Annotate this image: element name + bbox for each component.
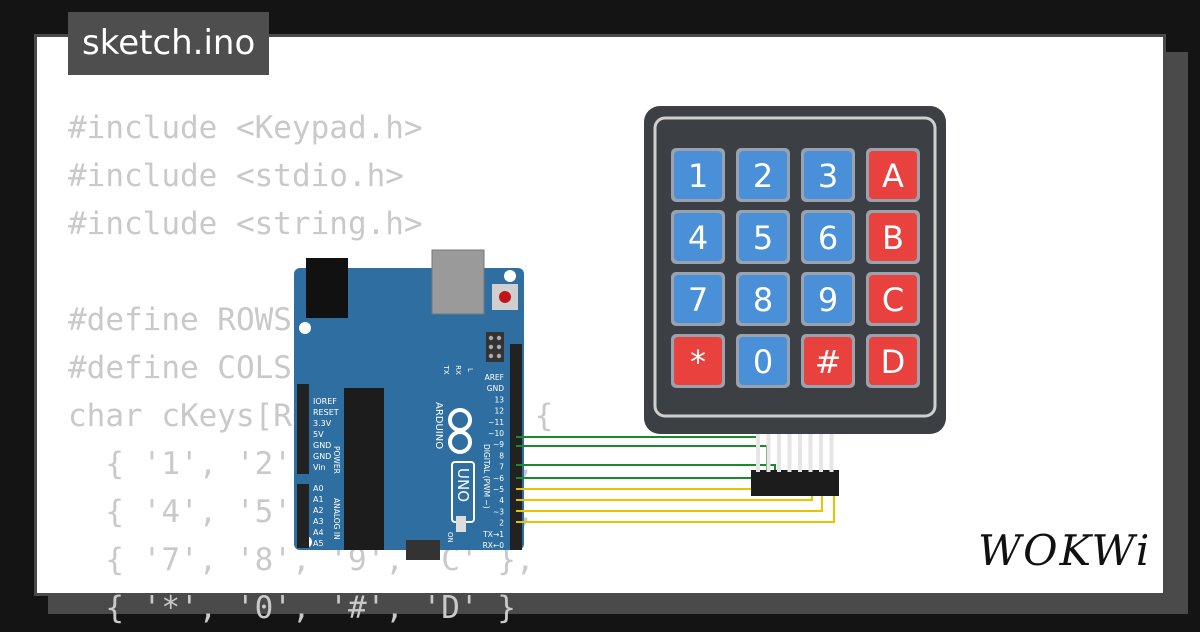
keypad-key-label: 1: [688, 157, 708, 195]
code-line: #include <stdio.h>: [68, 158, 404, 194]
pin-label: 2: [499, 519, 504, 528]
wire: [516, 496, 835, 523]
pin-label: 3.3V: [313, 419, 332, 428]
keypad-key-label: 3: [818, 157, 838, 195]
keypad-key-label: 8: [753, 281, 773, 319]
keypad-key-label: 2: [753, 157, 773, 195]
keypad-key-label: 7: [688, 281, 708, 319]
keypad-key[interactable]: 5: [736, 210, 790, 264]
keypad-key-label: A: [882, 157, 904, 195]
keypad-connector: [751, 434, 839, 496]
keypad-key[interactable]: 7: [671, 272, 725, 326]
membrane-keypad[interactable]: 1 2 3 A 4 5 6 B 7 8 9 C * 0 # D: [644, 106, 946, 434]
analog-header-label: ANALOG IN: [332, 498, 341, 540]
pin-label: 12: [494, 407, 504, 416]
arduino-model-label: UNO: [454, 468, 472, 502]
pin-label: A4: [313, 528, 324, 537]
pin-label: ~5: [493, 485, 504, 494]
keypad-key-label: 5: [753, 219, 773, 257]
preview-card: [34, 34, 1166, 596]
pin-label: GND: [313, 441, 331, 450]
arduino-infinity-logo-icon: [448, 408, 472, 454]
power-header: [297, 384, 309, 474]
code-line: #define ROWS 4: [68, 302, 330, 338]
pin-label: A3: [313, 517, 324, 526]
pin-label: AREF: [485, 373, 504, 382]
pin-label: A0: [313, 484, 324, 493]
keypad-key[interactable]: C: [866, 272, 920, 326]
led-label: TX: [442, 364, 450, 374]
pin-label: 8: [499, 451, 504, 460]
keypad-key[interactable]: 0: [736, 334, 790, 388]
keypad-key[interactable]: 3: [801, 148, 855, 202]
pin-label: RX←0: [483, 541, 505, 550]
pin-label: A5: [313, 539, 324, 548]
power-header-label: POWER: [332, 446, 341, 474]
pin-label: ~6: [493, 474, 504, 483]
keypad-key[interactable]: 8: [736, 272, 790, 326]
led-label: L: [466, 368, 474, 372]
pin-label: 13: [494, 395, 504, 404]
pin-label: 4: [499, 496, 504, 505]
code-line: #include <string.h>: [68, 206, 423, 242]
keypad-key[interactable]: 1: [671, 148, 725, 202]
usb-connector: [431, 249, 485, 315]
pin-label: GND: [313, 452, 331, 461]
keypad-key[interactable]: B: [866, 210, 920, 264]
keypad-key[interactable]: 2: [736, 148, 790, 202]
pin-label: ~11: [488, 418, 504, 427]
led-label: RX: [454, 365, 462, 375]
file-tab[interactable]: sketch.ino: [68, 12, 270, 75]
code-line: #include <Keypad.h>: [68, 110, 423, 146]
keypad-key-label: 9: [818, 281, 838, 319]
wire: [516, 496, 813, 501]
keypad-key[interactable]: A: [866, 148, 920, 202]
keypad-key-label: 0: [753, 343, 773, 381]
power-jack: [306, 258, 348, 318]
keypad-key[interactable]: 6: [801, 210, 855, 264]
keypad-key-label: #: [815, 343, 842, 381]
pin-label: A1: [313, 495, 324, 504]
analog-header: [297, 484, 309, 548]
code-line: #define COLS 4: [68, 350, 330, 386]
keypad-key-label: D: [881, 343, 906, 381]
keypad-key[interactable]: D: [866, 334, 920, 388]
keypad-key-label: B: [882, 219, 904, 257]
keypad-key[interactable]: #: [801, 334, 855, 388]
keypad-key[interactable]: *: [671, 334, 725, 388]
keypad-key-label: C: [882, 281, 904, 319]
wire: [516, 496, 823, 512]
microcontroller-chip: [344, 388, 384, 550]
pin-label: 5V: [313, 430, 324, 439]
wire: [516, 436, 758, 490]
pin-label: TX→1: [482, 530, 504, 539]
pin-label: Vin: [313, 463, 326, 472]
arduino-brand-label: ARDUINO: [433, 402, 444, 449]
digital-header-label: DIGITAL (PWM ~): [482, 444, 491, 509]
pin-label: IOREF: [313, 397, 337, 406]
on-led-label: ON: [446, 532, 454, 543]
pin-label: A2: [313, 506, 324, 515]
code-line: { '*', '0', '#', 'D' }: [68, 590, 516, 626]
pin-label: ~9: [493, 440, 504, 449]
keypad-key[interactable]: 4: [671, 210, 725, 264]
keypad-key-label: *: [690, 343, 706, 381]
keypad-key-label: 4: [688, 219, 708, 257]
pin-label: GND: [487, 384, 504, 393]
pin-label: 7: [499, 463, 504, 472]
keypad-key[interactable]: 9: [801, 272, 855, 326]
pin-label: ~10: [488, 429, 504, 438]
pin-label: RESET: [313, 408, 339, 417]
wire: [516, 445, 768, 490]
keypad-key-label: 6: [818, 219, 838, 257]
wokwi-logo: WOKWi: [978, 526, 1152, 575]
pin-label: ~3: [493, 507, 504, 516]
